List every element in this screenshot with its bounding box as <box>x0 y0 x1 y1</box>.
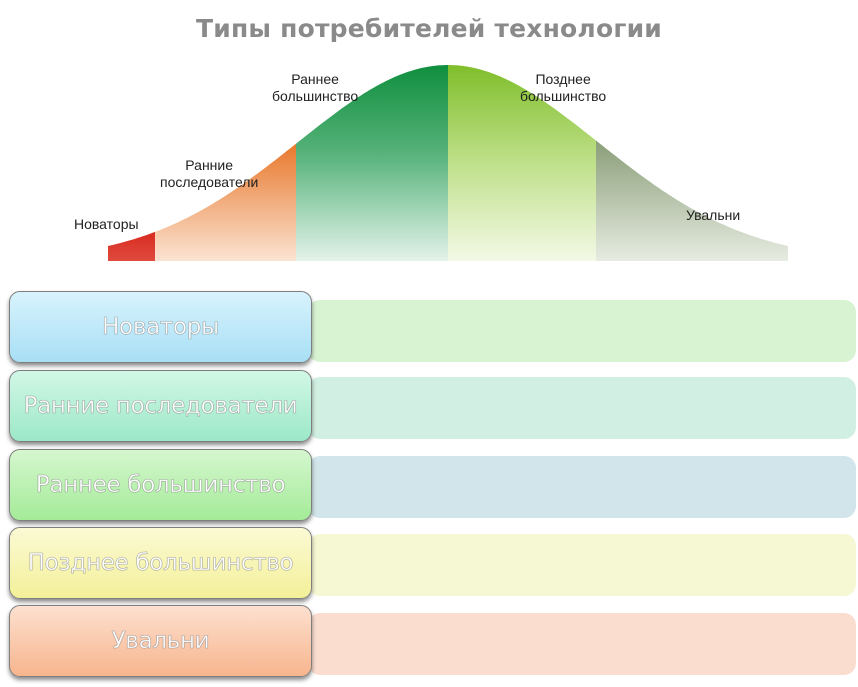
row-box-laggards: Увальни <box>9 605 312 677</box>
row-label: Раннее большинство <box>35 472 286 499</box>
row-bar-late-majority <box>308 534 856 596</box>
label-innovators: Новаторы <box>74 216 139 232</box>
row-bar-innovators <box>308 300 856 362</box>
adoption-bell-curve <box>108 65 788 261</box>
row-box-early-majority: Раннее большинство <box>9 449 312 521</box>
row-box-late-majority: Позднее большинство <box>9 527 312 599</box>
segment-early-adopters <box>155 143 296 261</box>
row-label: Ранние последователи <box>23 393 298 420</box>
segment-laggards <box>596 140 788 261</box>
row-label: Новаторы <box>102 314 220 341</box>
segment-early-majority <box>296 65 448 261</box>
row-label: Увальни <box>111 628 210 655</box>
row-label: Позднее большинство <box>27 550 294 577</box>
page-title: Типы потребителей технологии <box>195 14 663 43</box>
segment-innovators <box>108 231 155 261</box>
row-bar-early-adopters <box>308 377 856 439</box>
row-bar-laggards <box>308 613 856 675</box>
segment-late-majority <box>448 65 596 261</box>
label-laggards: Увальни <box>686 207 741 223</box>
row-bar-early-majority <box>308 456 856 518</box>
row-box-early-adopters: Ранние последователи <box>9 370 312 442</box>
row-box-innovators: Новаторы <box>9 291 312 363</box>
